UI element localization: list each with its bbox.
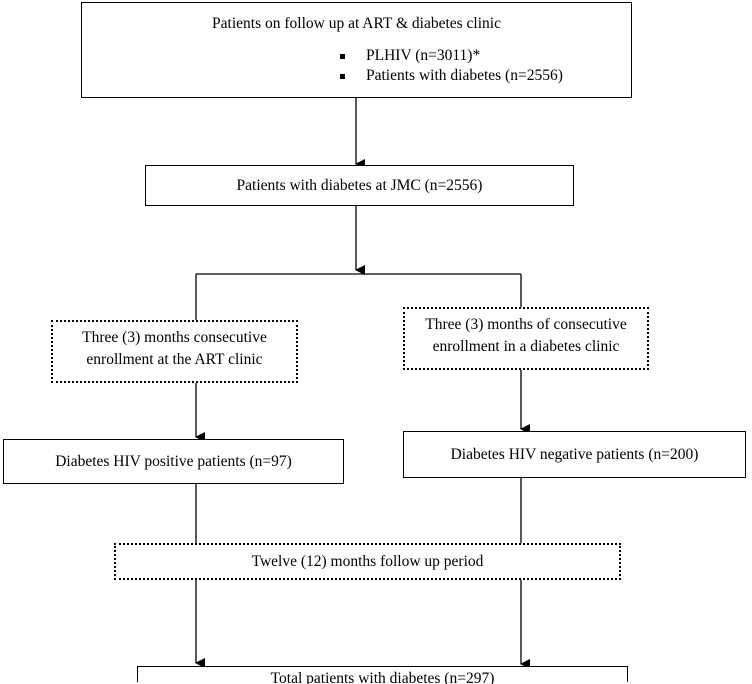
bullet-patients-diabetes: Patients with diabetes (n=2556) — [340, 66, 563, 86]
top-box: Patients on follow up at ART & diabetes … — [81, 2, 632, 98]
hiv-positive-box: Diabetes HIV positive patients (n=97) — [3, 439, 344, 484]
top-box-title: Patients on follow up at ART & diabetes … — [212, 15, 501, 32]
art-enrollment-line1: Three (3) months consecutive — [82, 329, 267, 346]
art-enrollment-line2: enrollment at the ART clinic — [86, 351, 263, 368]
followup-box: Twelve (12) months follow up period — [114, 543, 621, 580]
followup-label: Twelve (12) months follow up period — [251, 552, 484, 570]
hiv-negative-label: Diabetes HIV negative patients (n=200) — [450, 445, 699, 463]
hiv-positive-label: Diabetes HIV positive patients (n=97) — [55, 452, 292, 470]
top-box-bullet-list: PLHIV (n=3011)* Patients with diabetes (… — [340, 46, 563, 86]
jmc-box: Patients with diabetes at JMC (n=2556) — [145, 165, 574, 206]
art-enrollment-box: Three (3) months consecutive enrollment … — [51, 320, 298, 383]
bullet-plhiv: PLHIV (n=3011)* — [340, 46, 563, 66]
diabetes-enrollment-box: Three (3) months of consecutive enrollme… — [403, 307, 649, 370]
jmc-box-label: Patients with diabetes at JMC (n=2556) — [236, 176, 483, 194]
hiv-negative-box: Diabetes HIV negative patients (n=200) — [403, 431, 746, 478]
diabetes-enrollment-line2: enrollment in a diabetes clinic — [432, 338, 620, 355]
diabetes-enrollment-line1: Three (3) months of consecutive — [425, 316, 627, 333]
total-label: Total patients with diabetes (n=297) — [270, 669, 495, 684]
total-box: Total patients with diabetes (n=297) — [137, 666, 628, 684]
